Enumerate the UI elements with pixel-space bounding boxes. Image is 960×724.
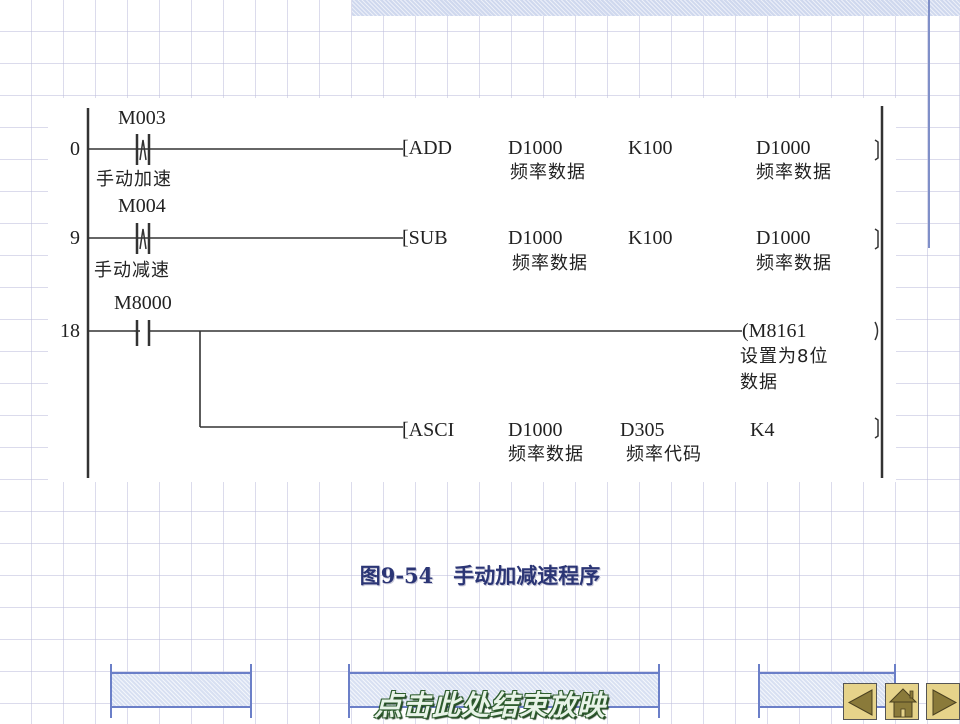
footer-bar-center bbox=[348, 664, 660, 718]
operand: D1000 bbox=[508, 137, 563, 159]
coil: (M8161 bbox=[742, 320, 807, 342]
step-number: 9 bbox=[70, 227, 80, 249]
home-icon bbox=[888, 688, 918, 718]
end-slideshow-link[interactable]: 点击此处结束放映 bbox=[374, 689, 607, 722]
contact-comment: 手动加速 bbox=[96, 169, 172, 190]
step-number: 18 bbox=[60, 320, 80, 342]
operand: D1000 bbox=[756, 137, 811, 159]
operand: K4 bbox=[750, 419, 775, 441]
instruction-bracket: [ADD bbox=[402, 137, 453, 159]
operand-comment: 频率代码 bbox=[626, 444, 702, 465]
ladder-diagram: 0 M003 手动加速 [ADD D1000 频率数据 K100 D1000 频… bbox=[48, 98, 896, 482]
operand: D305 bbox=[620, 419, 665, 441]
triangle-left-icon bbox=[847, 689, 873, 716]
previous-slide-button[interactable] bbox=[843, 683, 877, 720]
operand-comment: 频率数据 bbox=[510, 162, 586, 183]
coil-address: M8161 bbox=[748, 320, 807, 342]
instruction-opcode: ASCI bbox=[408, 419, 455, 441]
step-number: 0 bbox=[70, 138, 80, 160]
contact-address: M004 bbox=[118, 195, 166, 217]
operand-comment: 频率数据 bbox=[756, 162, 832, 183]
operand: D1000 bbox=[756, 227, 811, 249]
instruction-opcode: ADD bbox=[408, 137, 453, 159]
operand-comment: 频率数据 bbox=[508, 444, 584, 465]
triangle-right-icon bbox=[932, 689, 958, 716]
operand: D1000 bbox=[508, 227, 563, 249]
operand-comment: 频率数据 bbox=[756, 253, 832, 274]
figure-title: 手动加减速程序 bbox=[453, 563, 601, 588]
footer-bar-right bbox=[758, 664, 896, 718]
contact-comment: 手动减速 bbox=[94, 260, 170, 281]
footer-bar-left bbox=[110, 664, 252, 718]
contact-address: M8000 bbox=[114, 292, 172, 314]
contact-address: M003 bbox=[118, 107, 166, 129]
top-decorative-band bbox=[352, 0, 960, 16]
instruction-bracket: [SUB bbox=[402, 227, 448, 249]
right-decorative-line bbox=[928, 0, 930, 248]
operand-comment: 频率数据 bbox=[512, 253, 588, 274]
figure-caption: 图9-54 手动加减速程序 bbox=[0, 560, 960, 590]
operand: K100 bbox=[628, 137, 673, 159]
coil-comment: 数据 bbox=[740, 372, 778, 393]
instruction-opcode: SUB bbox=[408, 227, 448, 249]
next-slide-button[interactable] bbox=[926, 683, 960, 720]
home-button[interactable] bbox=[885, 683, 919, 720]
operand: K100 bbox=[628, 227, 673, 249]
operand: D1000 bbox=[508, 419, 563, 441]
coil-comment: 设置为8位 bbox=[740, 346, 829, 367]
instruction-bracket: [ASCI bbox=[402, 419, 455, 441]
ladder-lines bbox=[86, 106, 884, 478]
figure-number: 图9-54 bbox=[359, 563, 434, 588]
